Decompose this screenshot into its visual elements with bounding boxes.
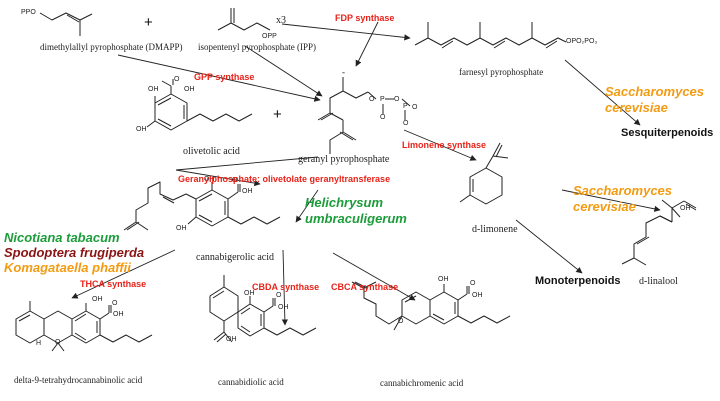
- cbda-synthase-label: CBDA synthase: [252, 282, 320, 292]
- limonene-to-monoterpenoids-arrow: [515, 219, 583, 274]
- cbda-oh-bottom: OH: [226, 336, 237, 343]
- ipp-multiplier: x3: [276, 15, 286, 26]
- olivetolic-o-label: O: [174, 76, 180, 83]
- gpp-to-fdp-arrow: [355, 21, 379, 67]
- fpp-phosphate-label: OPO₂PO₃: [566, 38, 598, 45]
- gpp-o-5: O: [412, 104, 418, 111]
- cbca-ring-o: O: [398, 318, 404, 325]
- thca-synthase-arrow: [71, 249, 176, 299]
- saccharomyces-top-line1: Saccharomyces: [605, 84, 705, 99]
- cbca-synthase-arrow: [332, 252, 416, 301]
- cbga-o-label: O: [232, 177, 238, 184]
- linalool-oh-label: OH: [680, 205, 691, 212]
- fpp-structure: [414, 22, 567, 49]
- gpp-o-4: O: [403, 120, 409, 127]
- ipp-opp-label: OPP: [262, 33, 277, 40]
- olivetolic-acid-structure: [146, 79, 253, 131]
- ipp-to-gpp-arrow: [244, 45, 323, 97]
- thca-oh-top: OH: [92, 296, 103, 303]
- cbda-structure: [209, 275, 317, 343]
- saccharomyces-mid-line2: cerevisiae: [573, 199, 636, 214]
- gpp-p-1: P: [380, 96, 385, 103]
- gpp-label: geranyl pyrophosphate: [298, 154, 390, 165]
- thca-synthase-label: THCA synthase: [80, 279, 147, 289]
- gpp-o-2: O: [394, 96, 400, 103]
- saccharomyces-mid-line1: Saccharomyces: [573, 183, 673, 198]
- thca-h-label: H: [36, 340, 42, 347]
- cbga-oh-acid: OH: [242, 188, 253, 195]
- saccharomyces-top-line2: cerevisiae: [605, 100, 668, 115]
- saccharomyces-linalool-arrow: [561, 189, 661, 212]
- sesquiterpenoids-label: Sesquiterpenoids: [621, 127, 714, 139]
- ipp-structure: [217, 8, 271, 31]
- fdp-synthase-arrow: [281, 23, 411, 41]
- fpp-to-sesquiterpenoids-arrow: [564, 59, 641, 126]
- gpp-structure: [317, 77, 411, 154]
- thca-ring-o: O: [55, 339, 61, 346]
- cbca-oh-top: OH: [438, 276, 449, 283]
- helichrysum-label-line2: umbraculigerum: [305, 211, 407, 226]
- fdp-synthase-label: FDP synthase: [335, 13, 395, 23]
- gpp-to-geranyltransferase-line: [175, 156, 319, 171]
- d-linalool-label: d-linalool: [639, 276, 678, 287]
- cbca-synthase-label: CBCA synthase: [331, 282, 399, 292]
- gpp-p-2: P: [403, 103, 408, 110]
- gpp-o-1: O: [369, 96, 375, 103]
- thca-o-label: O: [112, 300, 118, 307]
- cbca-label: cannabichromenic acid: [380, 378, 464, 388]
- spodoptera-frugiperda-label: Spodoptera frugiperda: [4, 245, 145, 260]
- cbda-label: cannabidiolic acid: [218, 377, 284, 387]
- cbda-oh-top: OH: [244, 290, 255, 297]
- nicotiana-tabacum-label: Nicotiana tabacum: [4, 230, 120, 245]
- dmapp-ppo-label: PPO: [21, 9, 36, 16]
- d-linalool-structure: [621, 199, 697, 266]
- fpp-label: farnesyl pyrophosphate: [459, 67, 544, 77]
- cbga-label: cannabigerolic acid: [196, 252, 275, 263]
- gpp-o-3: O: [380, 114, 386, 121]
- d-limonene-structure: [459, 142, 509, 205]
- dmapp-structure: [39, 12, 93, 36]
- olivetolic-acid-label: olivetolic acid: [183, 146, 240, 157]
- cbca-structure: [351, 281, 511, 331]
- cbca-oh-acid: OH: [472, 292, 483, 299]
- olivetolic-oh-top: OH: [148, 86, 159, 93]
- monoterpenoids-label: Monoterpenoids: [535, 275, 621, 287]
- cbga-oh-top: OH: [204, 176, 215, 183]
- dmapp-label: dimethylallyl pyrophosphate (DMAPP): [40, 42, 183, 52]
- cbda-oh-acid: OH: [278, 304, 289, 311]
- limonene-synthase-arrow: [403, 129, 477, 161]
- limonene-synthase-label: Limonene synthase: [402, 140, 487, 150]
- cbca-o-label: O: [470, 280, 476, 287]
- thca-structure: [15, 301, 153, 352]
- helichrysum-arrow: [295, 189, 319, 223]
- plus-sign-olivetolic-gpp: +: [273, 106, 282, 123]
- cbda-o-label: O: [276, 292, 282, 299]
- gpp-minus-sign: -: [342, 67, 345, 77]
- gpp-synthase-label: GPP synthase: [194, 72, 255, 82]
- komagataella-phaffii-label: Komagataella phaffii: [4, 260, 131, 275]
- ipp-label: isopentenyl pyrophosphate (IPP): [198, 42, 316, 52]
- cbga-oh-bottom: OH: [176, 225, 187, 232]
- geranyltransferase-arrow: [175, 169, 261, 187]
- dmapp-to-gpp-arrow: [117, 54, 321, 102]
- cbda-synthase-arrow: [281, 249, 288, 326]
- plus-sign-dmapp-ipp: +: [144, 14, 153, 31]
- thca-oh-acid: OH: [113, 311, 124, 318]
- thca-label: delta-9-tetrahydrocannabinolic acid: [14, 375, 143, 385]
- olivetolic-oh-bottom: OH: [136, 126, 147, 133]
- d-limonene-label: d-limonene: [472, 224, 518, 235]
- geranyltransferase-label: Geranylphosphate: olivetolate geranyltra…: [178, 174, 391, 184]
- helichrysum-label-line1: Helichrysum: [305, 195, 384, 210]
- cbga-structure: [123, 181, 281, 231]
- olivetolic-oh-acid: OH: [184, 86, 195, 93]
